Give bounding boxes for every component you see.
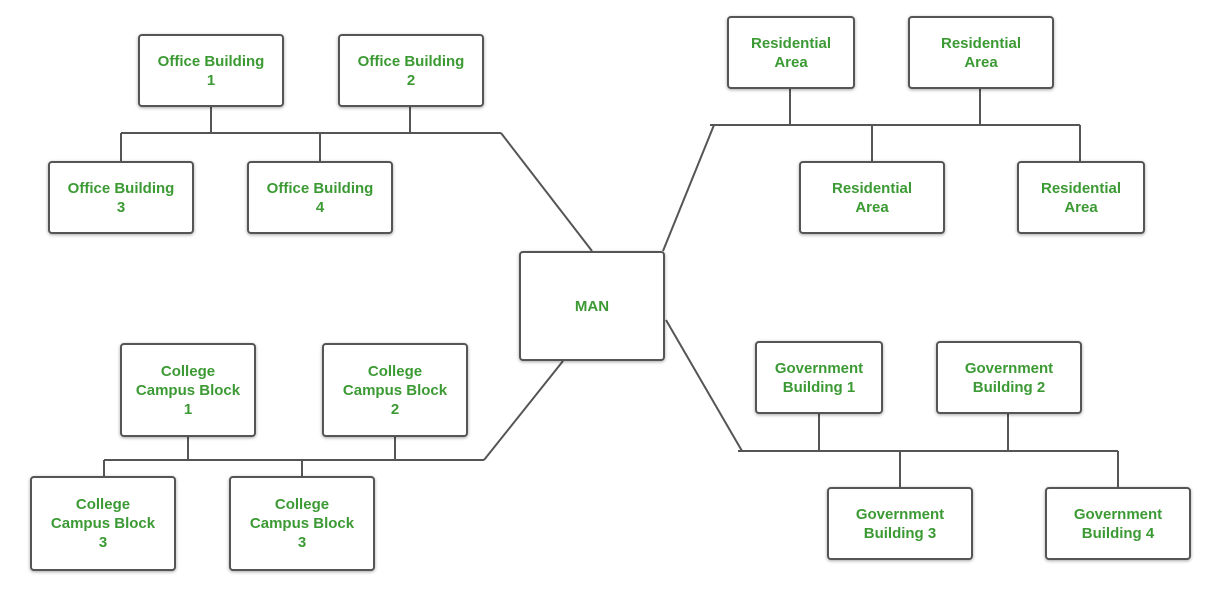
residential-area-4-node[interactable]: Residential Area [1017,161,1145,234]
government-building-3-label: Government Building 3 [855,505,945,542]
man-node[interactable]: MAN [519,251,665,361]
office-building-2-node[interactable]: Office Building 2 [338,34,484,107]
college-campus-block-2-label: College Campus Block 2 [342,362,448,418]
college-campus-block-3-label: College Campus Block 3 [50,496,156,551]
residential-to-man-link [662,124,715,252]
college-campus-block-4-label: College Campus Block 3 [249,496,355,551]
government-building-4-label: Government Building 4 [1073,505,1163,542]
college-campus-block-1-label: College Campus Block 1 [135,362,241,418]
residential-area-1-node[interactable]: Residential Area [727,16,855,89]
office-building-3-label: Office Building 3 [67,179,175,216]
college-campus-block-4-node[interactable]: College Campus Block 3 [229,476,375,571]
office-building-1-label: Office Building 1 [157,52,265,89]
office-building-1-node[interactable]: Office Building 1 [138,34,284,107]
office-to-man-link [500,132,593,252]
office-building-2-label: Office Building 2 [357,52,465,89]
government-building-2-label: Government Building 2 [964,359,1054,396]
government-building-4-node[interactable]: Government Building 4 [1045,487,1191,560]
college-campus-block-2-node[interactable]: College Campus Block 2 [322,343,468,437]
residential-area-2-node[interactable]: Residential Area [908,16,1054,89]
government-to-man-link [665,319,743,452]
residential-area-3-label: Residential Area [831,179,913,216]
residential-area-3-node[interactable]: Residential Area [799,161,945,234]
college-campus-block-1-node[interactable]: College Campus Block 1 [120,343,256,437]
college-to-man-link [483,360,564,461]
office-building-3-node[interactable]: Office Building 3 [48,161,194,234]
office-building-4-node[interactable]: Office Building 4 [247,161,393,234]
government-building-2-node[interactable]: Government Building 2 [936,341,1082,414]
college-campus-block-3-node[interactable]: College Campus Block 3 [30,476,176,571]
office-building-4-label: Office Building 4 [266,179,374,216]
government-building-1-node[interactable]: Government Building 1 [755,341,883,414]
residential-area-1-label: Residential Area [750,34,832,71]
residential-area-2-label: Residential Area [940,34,1022,71]
man-label: MAN [574,297,610,315]
residential-area-4-label: Residential Area [1040,179,1122,216]
connector-group [103,89,1119,487]
government-building-3-node[interactable]: Government Building 3 [827,487,973,560]
government-building-1-label: Government Building 1 [774,359,864,396]
